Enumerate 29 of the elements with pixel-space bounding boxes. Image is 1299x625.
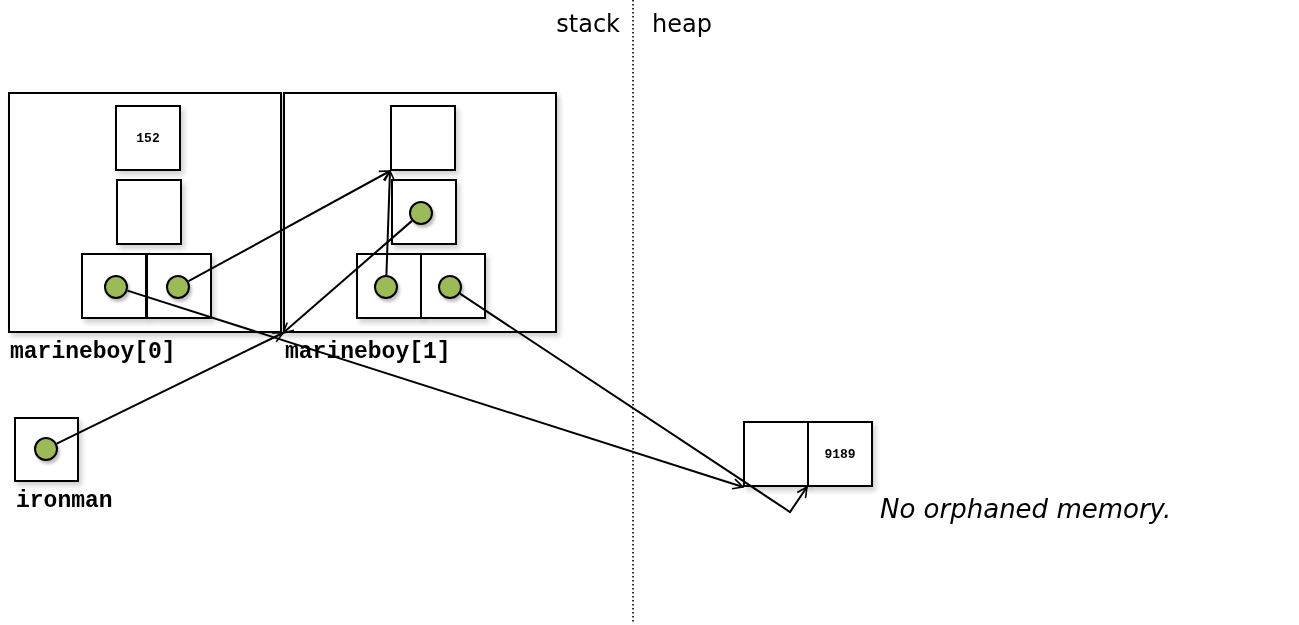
memory-cell <box>356 253 422 319</box>
pointer-arrow <box>187 170 391 283</box>
memory-cell <box>146 253 212 319</box>
pointer-arrow <box>459 292 808 514</box>
pointer-arrow <box>126 289 744 490</box>
variable-name: ironman <box>16 488 113 514</box>
memory-cell <box>391 179 457 245</box>
pointer-arrow <box>383 170 396 276</box>
memory-cell <box>420 253 486 319</box>
pointer-dot <box>374 275 398 299</box>
memory-cell <box>743 421 809 487</box>
note: No orphaned memory. <box>880 494 1172 524</box>
memory-cell <box>807 421 873 487</box>
pointer-dot <box>438 275 462 299</box>
pointer-dot <box>409 201 433 225</box>
pointer-dot <box>166 275 190 299</box>
cell-value: 152 <box>135 130 161 146</box>
pointer-arrow <box>282 219 413 334</box>
region-label: stack <box>556 10 620 38</box>
memory-cell <box>115 105 181 171</box>
cell-value: 9189 <box>823 446 857 462</box>
pointer-arrow <box>55 332 284 445</box>
memory-cell <box>390 105 456 171</box>
pointer-dot <box>104 275 128 299</box>
variable-name: marineboy[0] <box>10 339 176 365</box>
region-label: heap <box>652 10 712 38</box>
memory-cell <box>81 253 147 319</box>
memory-cell <box>116 179 182 245</box>
pointer-dot <box>34 437 58 461</box>
